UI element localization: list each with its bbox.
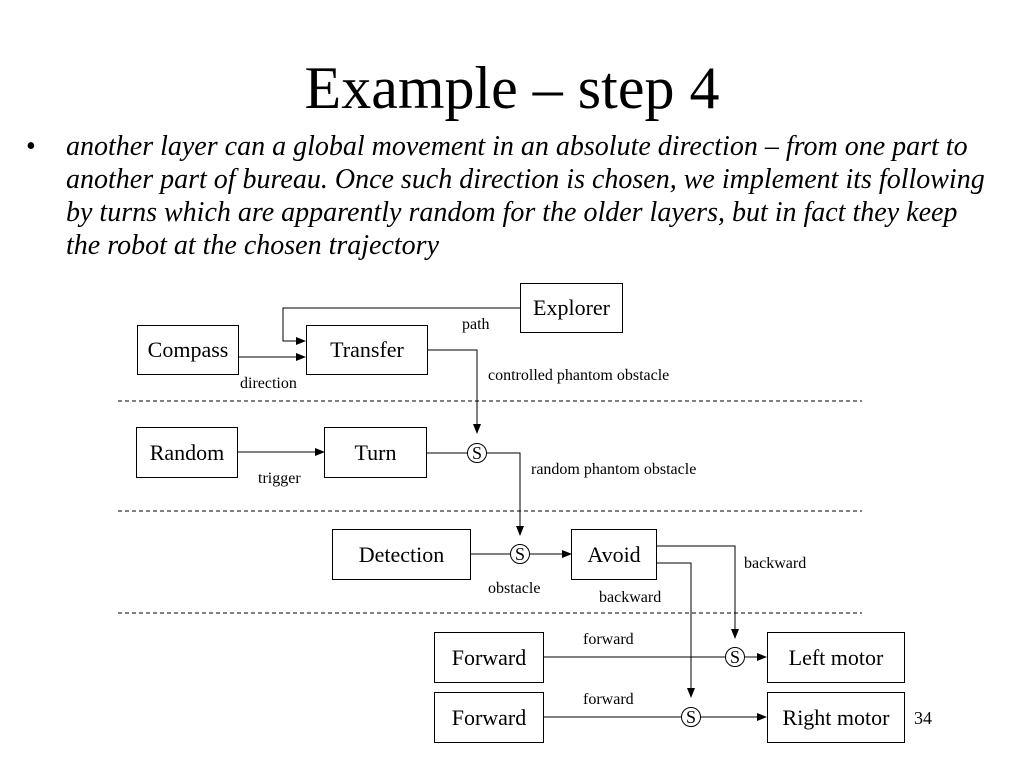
label-trigger: trigger [258,470,301,487]
label-obstacle: obstacle [488,580,541,597]
wire-controlled-phantom [428,349,481,434]
label-random-phantom: random phantom obstacle [531,461,697,478]
forward-right-box: Forward [434,692,544,743]
label-path: path [462,316,490,333]
wire-path [282,307,520,345]
switch-node-left-motor: S [725,647,745,667]
switch-node-turn: S [467,443,487,463]
wire-backward-right [657,562,695,698]
wire-random-phantom [487,452,524,536]
left-motor-box: Left motor [767,632,905,683]
turn-box: Turn [324,427,427,478]
switch-node-avoid: S [510,544,530,564]
page-number: 34 [914,708,932,728]
compass-box: Compass [137,325,239,375]
label-backward-upper: backward [744,555,807,572]
bullet-text: another layer can a global movement in a… [66,131,985,261]
label-direction: direction [240,375,297,392]
bullet-marker: • [26,131,36,162]
random-box: Random [136,427,238,478]
detection-box: Detection [332,529,471,580]
avoid-box: Avoid [571,529,657,580]
label-forward-lower: forward [583,691,634,708]
explorer-box: Explorer [520,283,623,333]
label-backward-lower: backward [599,589,662,606]
right-motor-box: Right motor [767,692,905,743]
label-controlled-phantom: controlled phantom obstacle [488,367,670,384]
label-forward-upper: forward [583,631,634,648]
wire-backward-left [657,545,739,639]
slide-title: Example – step 4 [304,55,720,121]
forward-left-box: Forward [434,632,544,683]
switch-node-right-motor: S [681,707,701,727]
transfer-box: Transfer [306,325,428,375]
